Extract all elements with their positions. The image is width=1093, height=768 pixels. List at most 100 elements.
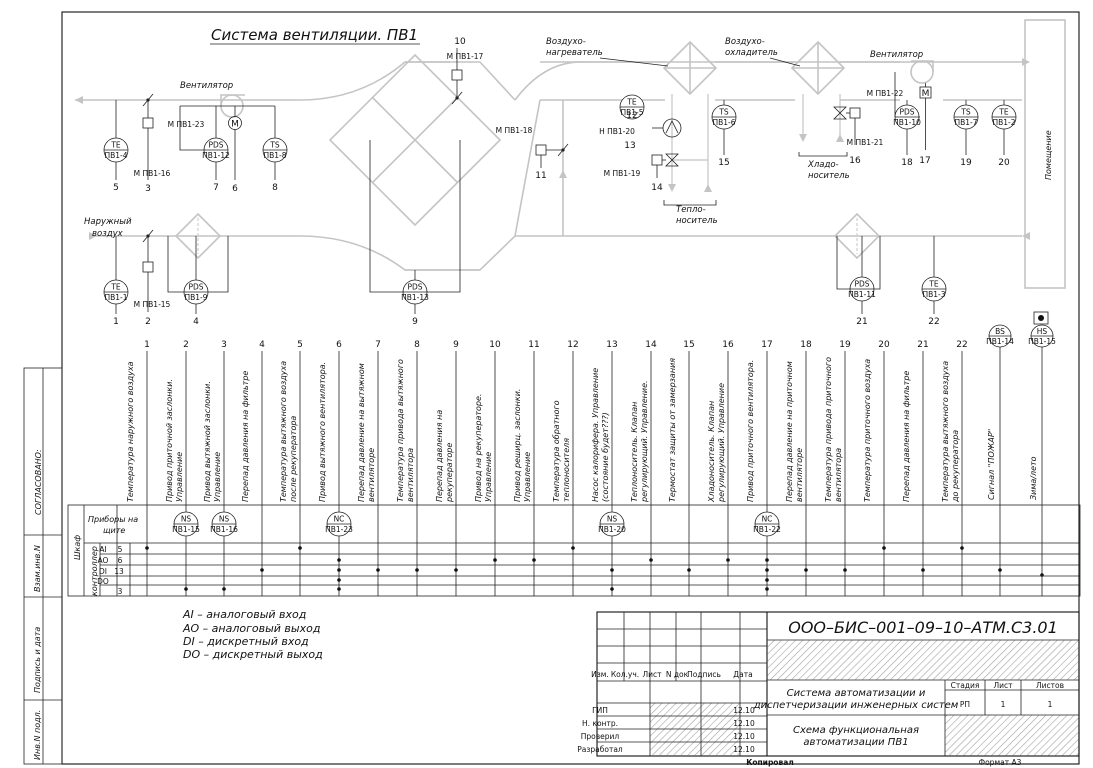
column-label: Температура обратного [552,400,561,502]
tb-header: Подпись [687,670,721,679]
io-dot [882,546,886,550]
io-type: AI [99,545,106,554]
cooler-label-2: охладитель [725,48,778,58]
column-label: Термостат защиты от замерзания [668,358,677,502]
io-type: DI [99,567,107,576]
column-number: 22 [956,340,967,350]
instrument-type: TS [718,108,729,117]
panel-device-type: NS [219,515,230,524]
legend-item: AI – аналоговый вход [182,608,306,621]
column-label: Привод на рекуператоре. [474,394,483,502]
column-label: Управление [213,452,222,502]
copied-label: Копировал [746,758,794,767]
heater-label: Воздухо- [546,37,586,47]
panel-device-tag: ПВ1-23 [325,525,353,534]
column-label: теплоносителя [562,438,571,502]
instrument-type: PDS [854,280,869,289]
io-dot [415,568,419,572]
instrument-tag: ПВ1-1 [104,293,127,302]
instrument-type: TE [928,280,939,289]
column-number: 18 [800,340,812,350]
damper-3-tag: М ПВ1-16 [134,169,171,178]
instrument-tag: ПВ1-7 [954,118,977,127]
controller-label: контроллер [90,546,99,596]
pump-13-tag: Н ПВ1-20 [599,127,635,136]
device-number: 13 [624,141,635,151]
tb-header: Дата [733,670,752,679]
io-dot [571,546,575,550]
column-label: Температура вытяжного воздуха [279,361,288,502]
column-label: Перепад давления на [435,410,444,502]
extra-signal-label: Сигнал "ПОЖАР" [987,429,996,500]
panel-device-tag: ПВ1-15 [172,525,200,534]
panel-device-tag: ПВ1-20 [598,525,626,534]
exhaust-motor-symbol: M [231,120,239,130]
tb-header: Кол.уч. [611,670,639,679]
column-number: 11 [528,340,539,350]
tb-date: 12.10 [733,719,755,728]
svg-text:ПВ1-14: ПВ1-14 [986,337,1014,346]
outdoor-air-label-2: воздух [92,229,124,239]
column-number: 14 [645,340,657,350]
instrument-tag: ПВ1-9 [184,293,207,302]
exhaust-motor-tag: М ПВ1-23 [168,120,205,129]
panel-device-type: NS [607,515,618,524]
legend: AI – аналоговый вход AO – аналоговый вых… [182,608,323,661]
approved-label: СОГЛАСОВАНО: [34,449,43,515]
supply-motor-symbol: M [922,89,930,99]
stage-value: РП [960,700,970,709]
column-label: Насос калорифера. Управление [591,368,600,502]
damper-2-tag: М ПВ1-15 [134,300,171,309]
column-number: 19 [839,340,851,350]
io-type: AO [98,556,109,565]
instrument-tag: ПВ1-4 [104,151,127,160]
column-number: 17 [761,340,772,350]
ducts [75,19,1066,289]
sign-date-label: Подпись и дата [33,627,42,693]
valve-14-tag: М ПВ1-19 [604,169,641,178]
instrument-number: 8 [272,183,278,193]
io-dot [960,546,964,550]
heat-carrier-label-2: носитель [676,216,718,226]
io-dot [493,558,497,562]
instrument-tag: ПВ1-5 [620,108,643,117]
column-label: Привод вытяжного вентилятора. [318,362,327,502]
instrument-tag: ПВ1-13 [401,293,429,302]
panel-device-type: NC [762,515,773,524]
column-number: 4 [259,340,265,350]
instrument-type: TE [110,283,121,292]
panel-devices-label: Приборы на [88,515,138,524]
column-label: рекуператоре [445,443,454,503]
column-label: Перепад давление на приточном [785,361,794,502]
instrument-number: 18 [901,158,913,168]
device-number: 11 [535,171,546,181]
column-number: 8 [414,340,420,350]
column-label: до рекуператора [951,430,960,503]
device-number: 10 [454,37,466,47]
extra-signal-label: Зима/лето [1029,456,1038,500]
instrument-type: TS [960,108,971,117]
io-table: Приборы на щите Шкаф контроллер AI AO DI… [67,504,1081,597]
sheet-label: Лист [993,681,1013,690]
panel-device-tag: ПВ1-16 [210,525,238,534]
io-dot [376,568,380,572]
io-dot [649,558,653,562]
instrument-type: TE [998,108,1009,117]
svg-text:HS: HS [1037,327,1048,336]
column-label: Температура вытяжного воздуха [941,361,950,502]
instrument-number: 9 [412,317,418,327]
instrument-type: PDS [899,108,914,117]
